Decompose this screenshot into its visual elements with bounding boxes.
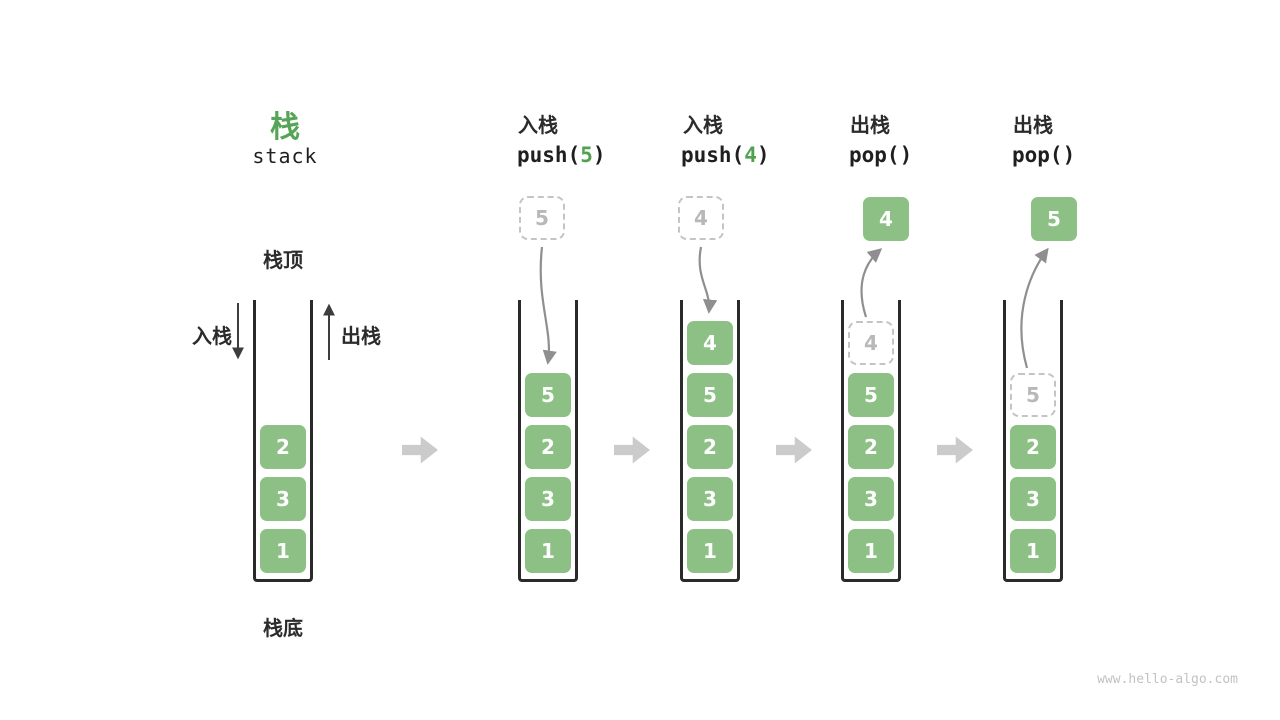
op-call-pre: pop( xyxy=(849,143,900,167)
popped-value-box: 4 xyxy=(863,197,909,241)
stack-cell: 4 xyxy=(687,321,733,365)
op-label: 出栈 xyxy=(1013,113,1053,137)
op-call: pop() xyxy=(1012,143,1075,167)
op-label: 入栈 xyxy=(683,113,723,137)
op-call: pop() xyxy=(849,143,912,167)
stack-cell: 2 xyxy=(260,425,306,469)
stack-container-initial xyxy=(253,300,313,582)
op-call: push(4) xyxy=(681,143,770,167)
stack-cell: 1 xyxy=(525,529,571,573)
push-side-label: 入栈 xyxy=(192,324,232,348)
stack-container-pop5 xyxy=(1003,300,1063,582)
watermark: www.hello-algo.com xyxy=(1097,672,1238,687)
diagram-subtitle: stack xyxy=(252,144,318,168)
ghost-cell: 4 xyxy=(848,321,894,365)
stack-cell: 2 xyxy=(687,425,733,469)
stack-cell: 3 xyxy=(1010,477,1056,521)
stack-cell: 1 xyxy=(260,529,306,573)
op-call-pre: pop( xyxy=(1012,143,1063,167)
op-call-pre: push( xyxy=(681,143,745,167)
stack-cell: 5 xyxy=(525,373,571,417)
stack-cell: 2 xyxy=(1010,425,1056,469)
stack-cell: 1 xyxy=(848,529,894,573)
floating-value-box: 4 xyxy=(678,196,724,240)
stack-cell: 3 xyxy=(848,477,894,521)
stack-cell: 3 xyxy=(687,477,733,521)
op-call: push(5) xyxy=(517,143,606,167)
stack-container-pop4 xyxy=(841,300,901,582)
transition-arrow-icon xyxy=(776,436,812,464)
op-call-arg: 5 xyxy=(580,143,593,167)
op-call-pre: push( xyxy=(517,143,581,167)
diagram-title: 栈 xyxy=(270,110,300,145)
op-call-post: ) xyxy=(756,143,770,167)
stack-top-label: 栈顶 xyxy=(263,248,303,272)
stack-cell: 1 xyxy=(687,529,733,573)
floating-value-box: 5 xyxy=(519,196,565,240)
op-call-arg: 4 xyxy=(744,143,757,167)
stack-container-push4 xyxy=(680,300,740,582)
op-label: 入栈 xyxy=(518,113,558,137)
op-call-post: ) xyxy=(899,143,913,167)
popped-value-box: 5 xyxy=(1031,197,1077,241)
stack-cell: 2 xyxy=(848,425,894,469)
transition-arrow-icon xyxy=(402,436,438,464)
op-call-post: ) xyxy=(1062,143,1076,167)
ghost-cell: 5 xyxy=(1010,373,1056,417)
transition-arrow-icon xyxy=(937,436,973,464)
op-label: 出栈 xyxy=(850,113,890,137)
stack-container-push5 xyxy=(518,300,578,582)
op-call-post: ) xyxy=(592,143,606,167)
stack-cell: 1 xyxy=(1010,529,1056,573)
stack-cell: 3 xyxy=(525,477,571,521)
stack-cell: 5 xyxy=(848,373,894,417)
stack-bottom-label: 栈底 xyxy=(263,616,303,640)
stack-cell: 2 xyxy=(525,425,571,469)
stack-cell: 3 xyxy=(260,477,306,521)
stack-cell: 5 xyxy=(687,373,733,417)
transition-arrow-icon xyxy=(614,436,650,464)
pop-side-label: 出栈 xyxy=(341,324,381,348)
